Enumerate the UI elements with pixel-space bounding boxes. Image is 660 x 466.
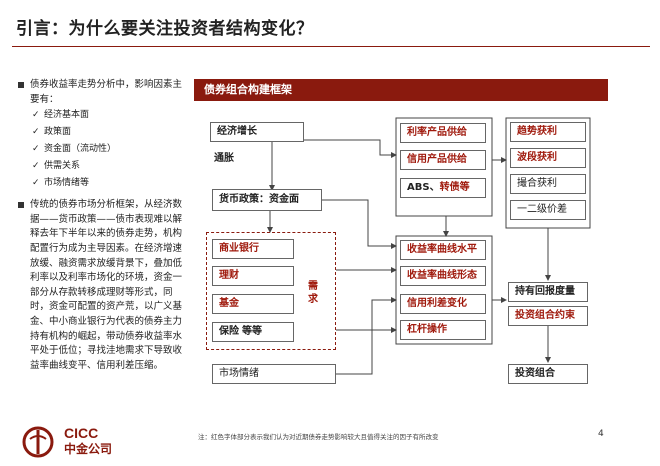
node-arbitrage: 一二级价差 <box>510 200 586 220</box>
node-insurance: 保险等等 <box>212 322 294 342</box>
node-credit-spread: 信用利差变化 <box>400 294 486 314</box>
node-yield-level: 收益率曲线水平 <box>400 240 486 260</box>
left-text-panel: 债券收益率走势分析中，影响因素主要有： ✓ 经济基本面 ✓ 政策面 ✓ 资金面（流动性… <box>18 78 186 373</box>
check-icon: ✓ <box>32 144 40 155</box>
cicc-emblem-icon <box>22 426 54 458</box>
demand-label: 需求 <box>308 281 318 305</box>
check-icon: ✓ <box>32 127 40 138</box>
node-funds: 基金 <box>212 294 294 314</box>
title-divider <box>12 46 650 47</box>
node-rate-supply: 利率产品供给 <box>400 123 486 143</box>
factor-label: 政策面 <box>44 127 72 138</box>
bullet-framework: 传统的债券市场分析框架，从经济数据——货币政策——债市表现难以解释去年下半年以来… <box>18 198 186 373</box>
node-monetary-policy: 货币政策：资金面 <box>212 189 322 211</box>
demand-group <box>206 232 336 350</box>
node-leverage: 杠杆操作 <box>400 320 486 340</box>
bullet-factors: 债券收益率走势分析中，影响因素主要有： <box>18 78 186 107</box>
node-trend-gain: 趋势获利 <box>510 122 586 142</box>
node-yield-shape: 收益率曲线形态 <box>400 266 486 286</box>
factor-item: ✓ 政策面 <box>18 124 186 141</box>
bullet-text: 债券收益率走势分析中，影响因素主要有： <box>30 79 183 105</box>
node-credit-supply: 信用产品供给 <box>400 150 486 170</box>
square-bullet-icon <box>18 82 24 88</box>
node-abs: ABS、转债等 <box>400 178 486 198</box>
check-icon: ✓ <box>32 110 40 121</box>
node-wealth-mgmt: 理财 <box>212 266 294 286</box>
factor-label: 供需关系 <box>44 161 81 172</box>
logo-cn-text: 中金公司 <box>64 442 113 456</box>
cicc-logo: CICC 中金公司 <box>20 425 140 459</box>
connector-macro-to-supply <box>270 139 397 158</box>
page-number: 4 <box>598 429 604 439</box>
check-icon: ✓ <box>32 178 40 189</box>
node-inflation: 通胀 <box>210 150 268 170</box>
factor-label: 资金面（流动性） <box>44 144 117 155</box>
node-market-sentiment: 市场情绪 <box>212 364 336 384</box>
square-bullet-icon <box>18 202 24 209</box>
connector-sentiment-to-yield <box>336 297 397 375</box>
node-economic-growth: 经济增长 <box>210 122 304 142</box>
factor-label: 经济基本面 <box>44 110 90 121</box>
logo-text: CICC <box>64 425 99 441</box>
node-holding-return: 持有回报度量 <box>508 282 588 302</box>
check-icon: ✓ <box>32 161 40 172</box>
bullet-text: 传统的债券市场分析框架，从经济数据——货币政策——债市表现难以解释去年下半年以来… <box>30 199 183 371</box>
page-title: 引言：为什么要关注投资者结构变化？ <box>16 19 314 39</box>
factor-item: ✓ 供需关系 <box>18 158 186 175</box>
factor-item: ✓ 市场情绪等 <box>18 175 186 192</box>
node-portfolio: 投资组合 <box>508 364 588 384</box>
node-portfolio-constraint: 投资组合约束 <box>508 306 588 326</box>
factor-item: ✓ 经济基本面 <box>18 107 186 124</box>
node-swing-gain: 波段获利 <box>510 148 586 168</box>
factor-item: ✓ 资金面（流动性） <box>18 141 186 158</box>
node-commercial-banks: 商业银行 <box>212 239 294 259</box>
factor-label: 市场情绪等 <box>44 178 90 189</box>
diagram-header: 债券组合构建框架 <box>194 79 608 101</box>
node-carry-gain: 撮合获利 <box>510 174 586 194</box>
footnote: 注：红色字体部分表示我们认为对近期债券走势影响较大且值得关注的因子有所改变 <box>198 433 439 441</box>
